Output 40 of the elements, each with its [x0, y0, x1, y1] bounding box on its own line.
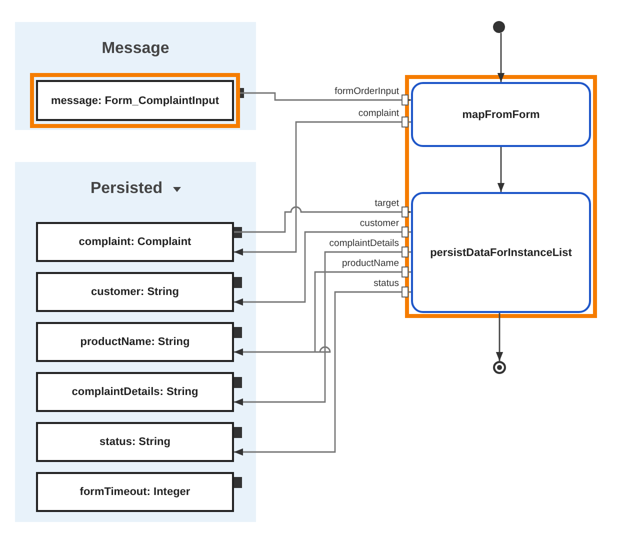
start-node-circle: [493, 21, 505, 33]
variable-box: [36, 372, 234, 412]
variable-box: [36, 272, 234, 312]
node-label: productName: String: [80, 336, 190, 348]
connector-arrow: [234, 231, 411, 306]
connector-arrow: [234, 251, 411, 406]
node-label: complaint: Complaint: [78, 236, 192, 248]
edge-label: complaintDetails: [328, 238, 400, 250]
edge-label: complaint: [357, 108, 400, 120]
flow-arrow: [496, 313, 504, 361]
flow-arrow: [497, 33, 505, 82]
node-label: customer: String: [90, 286, 179, 298]
edge-label: productName: [340, 258, 400, 270]
connector-arrow: [234, 271, 411, 356]
flow-arrow: [497, 147, 505, 192]
edge-label: formOrderInput: [334, 86, 400, 98]
node-label: mapFromForm: [462, 108, 540, 120]
selected-variable-box: [30, 73, 240, 128]
node-label: message: Form_ComplaintInput: [50, 94, 220, 106]
connector-arrow: [240, 92, 411, 104]
panel-background: [15, 162, 256, 522]
selection-frame: [405, 75, 597, 318]
variable-box: [36, 222, 234, 262]
variable-box: [36, 472, 234, 512]
node-label: formTimeout: Integer: [80, 486, 190, 498]
panel-background: [15, 22, 256, 130]
node-label: status: String: [100, 436, 170, 448]
end-node-circle: [493, 361, 506, 374]
panel-title: Message: [102, 40, 170, 58]
edge-label: target: [374, 198, 400, 210]
variable-box: [36, 322, 234, 362]
activity-box: [411, 192, 591, 313]
activity-box: [411, 82, 591, 147]
variable-box: [36, 422, 234, 462]
panel-title: Persisted: [90, 180, 163, 198]
connector-arrow: [234, 291, 411, 456]
node-label: complaintDetails: String: [72, 386, 198, 398]
connector-arrow: [234, 206, 411, 233]
node-label: persistDataForInstanceList: [430, 246, 572, 258]
connector-arrow: [234, 121, 411, 256]
